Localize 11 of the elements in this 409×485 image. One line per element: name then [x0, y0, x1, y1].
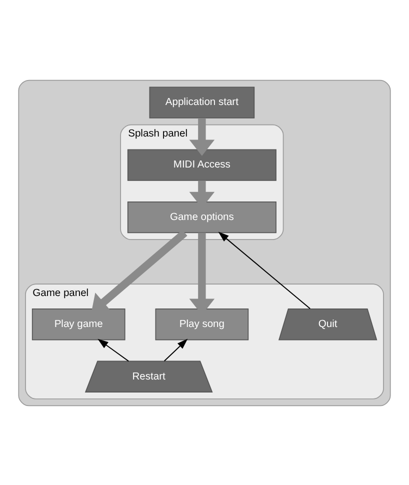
node-box: Play game [32, 308, 126, 340]
cluster [18, 79, 391, 406]
node-box: MIDI Access [127, 148, 276, 180]
node-box: Play song [155, 308, 249, 340]
arrow [164, 338, 188, 361]
node-box: Application start [149, 86, 255, 118]
node-box: Game options [127, 200, 276, 233]
arrow [98, 338, 129, 362]
arrow [91, 229, 188, 312]
arrow [189, 118, 215, 156]
arrow [218, 231, 310, 309]
